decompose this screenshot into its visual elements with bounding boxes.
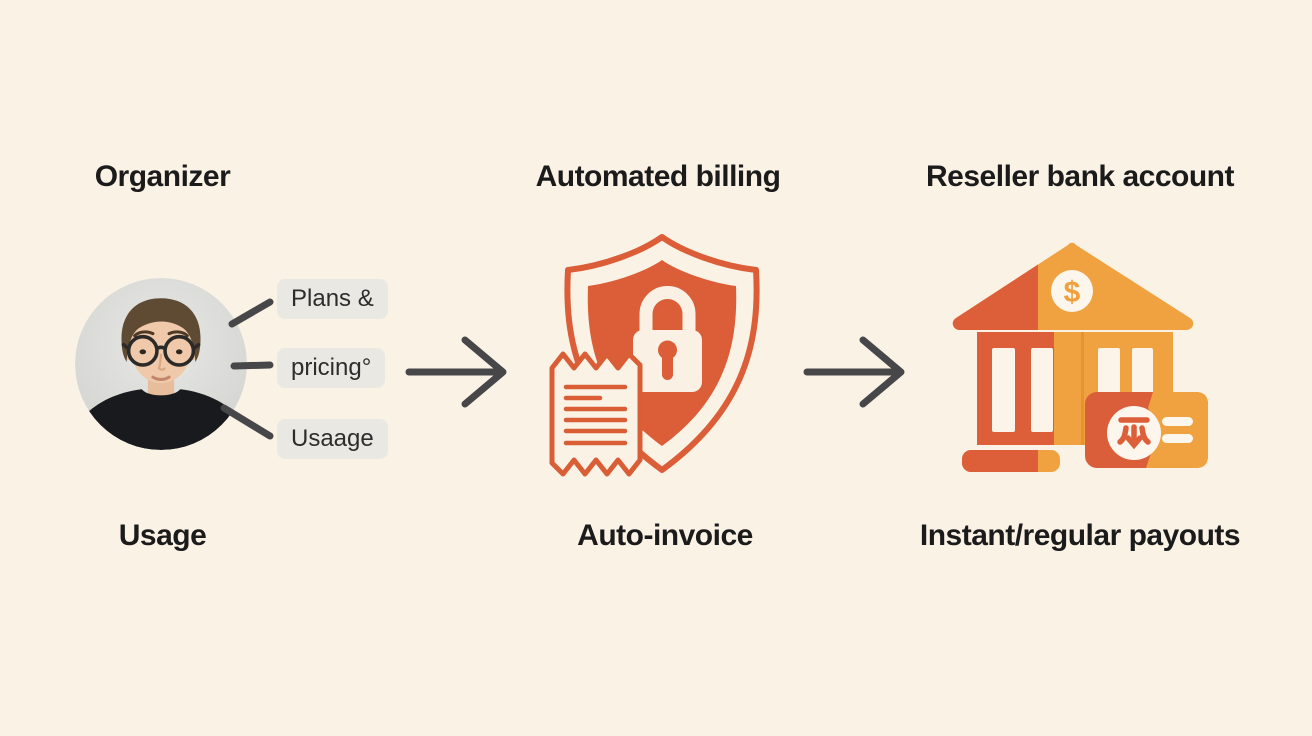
- billing-title: Automated billing: [535, 160, 781, 193]
- tag-usage: Usaage: [277, 419, 388, 459]
- billing-caption: Auto-invoice: [577, 519, 753, 552]
- payouts-title: Reseller bank account: [926, 160, 1234, 193]
- bank-icon: $: [950, 238, 1212, 482]
- bank-building-graphic: $: [952, 242, 1208, 472]
- invoice-receipt-icon: [549, 351, 643, 477]
- currency-transfer-glyph: [1117, 417, 1151, 450]
- organizer-caption: Usage: [118, 519, 207, 552]
- tag-plans: Plans &: [277, 279, 388, 319]
- tag-pricing: pricing°: [277, 348, 386, 388]
- connector-lines: [220, 298, 274, 440]
- payout-card-icon: [1085, 392, 1208, 468]
- dollar-sign: $: [1064, 276, 1081, 309]
- arrow-right-icon-1: [405, 336, 507, 408]
- shield-lock-invoice-icon: [548, 234, 776, 482]
- arrow-right-icon-2: [803, 336, 905, 408]
- organizer-title: Organizer: [94, 160, 231, 193]
- payouts-caption: Instant/regular payouts: [919, 519, 1241, 552]
- shield-lock-invoice-graphic: [549, 234, 760, 477]
- dollar-circle: [1051, 270, 1093, 312]
